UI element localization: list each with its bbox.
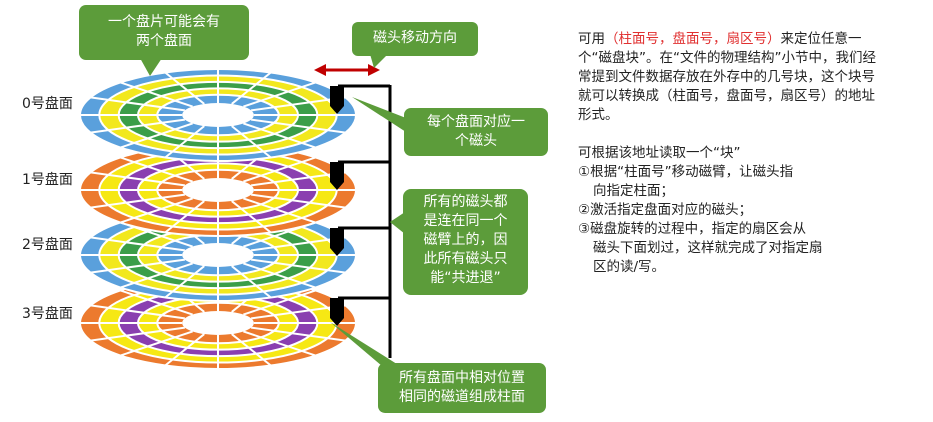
platter-hub — [182, 243, 254, 267]
sector-line — [251, 304, 346, 320]
step-3-cont2: 区的读/写。 — [593, 259, 666, 275]
step-3-cont: 磁头下面划过，这样就完成了对指定扇 — [593, 240, 823, 256]
platter-hub — [182, 103, 254, 127]
head-1 — [330, 162, 344, 190]
sector-line — [243, 81, 316, 108]
sector-line — [120, 197, 193, 224]
callout-two-faces-text: 一个盘片可能会有 两个盘面 — [108, 14, 220, 49]
platter-label-3: 3号盘面 — [22, 306, 73, 322]
para1-highlight: （柱面号，盘面号，扇区号） — [605, 31, 781, 47]
sector-line — [90, 118, 185, 134]
sector-line — [231, 71, 272, 105]
para1-rest: 来定位任意一个“磁盘块”。在“文件的物理结构”小节中，我们经常提到文件数据存放在… — [578, 31, 876, 123]
sector-line — [231, 200, 272, 234]
sector-line — [231, 125, 272, 159]
sector-line — [231, 333, 272, 367]
sector-line — [90, 193, 185, 209]
disk-arm — [330, 84, 392, 358]
sector-line — [90, 96, 185, 112]
callout-cylinder — [330, 322, 546, 413]
platter-label-1: 1号盘面 — [22, 172, 73, 188]
head-0 — [330, 86, 344, 114]
callout-one-head — [352, 97, 548, 156]
step-2: ②激活指定盘面对应的磁头； — [578, 202, 753, 218]
explanation-panel: 可用（柱面号，盘面号，扇区号）来定位任意一个“磁盘块”。在“文件的物理结构”小节… — [578, 30, 878, 277]
sector-line — [251, 258, 346, 274]
sector-line — [251, 171, 346, 187]
step-3: ③磁盘旋转的过程中，指定的扇区会从 — [578, 221, 807, 237]
sector-line — [243, 122, 316, 149]
sector-line — [243, 262, 316, 289]
callout-head-move-text: 磁头移动方向 — [373, 30, 457, 46]
sector-line — [90, 326, 185, 342]
sector-line — [164, 265, 205, 299]
platter-0 — [79, 68, 357, 162]
sector-line — [251, 236, 346, 252]
sector-line — [251, 96, 346, 112]
sector-line — [120, 122, 193, 149]
platter-label-2: 2号盘面 — [22, 237, 73, 253]
sector-line — [90, 304, 185, 320]
sector-line — [120, 330, 193, 357]
head-3 — [330, 298, 344, 326]
platters — [79, 68, 357, 370]
platter-1 — [79, 143, 357, 237]
sector-line — [120, 156, 193, 183]
callout-two-faces — [79, 5, 249, 76]
sector-line — [120, 262, 193, 289]
callout-same-arm — [390, 189, 528, 295]
sector-line — [251, 193, 346, 209]
sector-line — [243, 330, 316, 357]
sector-line — [164, 71, 205, 105]
callout-one-head-text: 每个盘面对应一 个磁头 — [427, 114, 525, 149]
sector-line — [90, 236, 185, 252]
sector-line — [120, 289, 193, 316]
sector-line — [251, 118, 346, 134]
para1-prefix: 可用 — [578, 31, 605, 47]
explanation-paragraph-1: 可用（柱面号，盘面号，扇区号）来定位任意一个“磁盘块”。在“文件的物理结构”小节… — [578, 30, 878, 125]
sector-line — [164, 333, 205, 367]
sector-line — [243, 156, 316, 183]
sector-line — [231, 265, 272, 299]
callout-cylinder-text: 所有盘面中相对位置 相同的磁道组成柱面 — [399, 370, 525, 405]
sector-line — [90, 258, 185, 274]
callout-head-move — [352, 22, 478, 68]
sector-line — [243, 197, 316, 224]
platter-hub — [182, 178, 254, 202]
step-1-cont: 向指定柱面； — [593, 183, 674, 199]
sector-line — [243, 289, 316, 316]
sector-line — [164, 200, 205, 234]
callout-same-arm-text: 所有的磁头都 是连在同一个 磁臂上的，因 此所有磁头只 能“共进退” — [423, 194, 508, 286]
sector-line — [251, 326, 346, 342]
sector-line — [90, 171, 185, 187]
explanation-paragraph-2: 可根据该地址读取一个“块” — [578, 145, 741, 161]
head-move-arrow — [314, 64, 380, 76]
sector-line — [164, 125, 205, 159]
head-2 — [330, 228, 344, 256]
step-1: ①根据“柱面号”移动磁臂，让磁头指 — [578, 164, 794, 180]
sector-line — [120, 81, 193, 108]
platter-hub — [182, 311, 254, 335]
platter-label-0: 0号盘面 — [22, 96, 73, 112]
